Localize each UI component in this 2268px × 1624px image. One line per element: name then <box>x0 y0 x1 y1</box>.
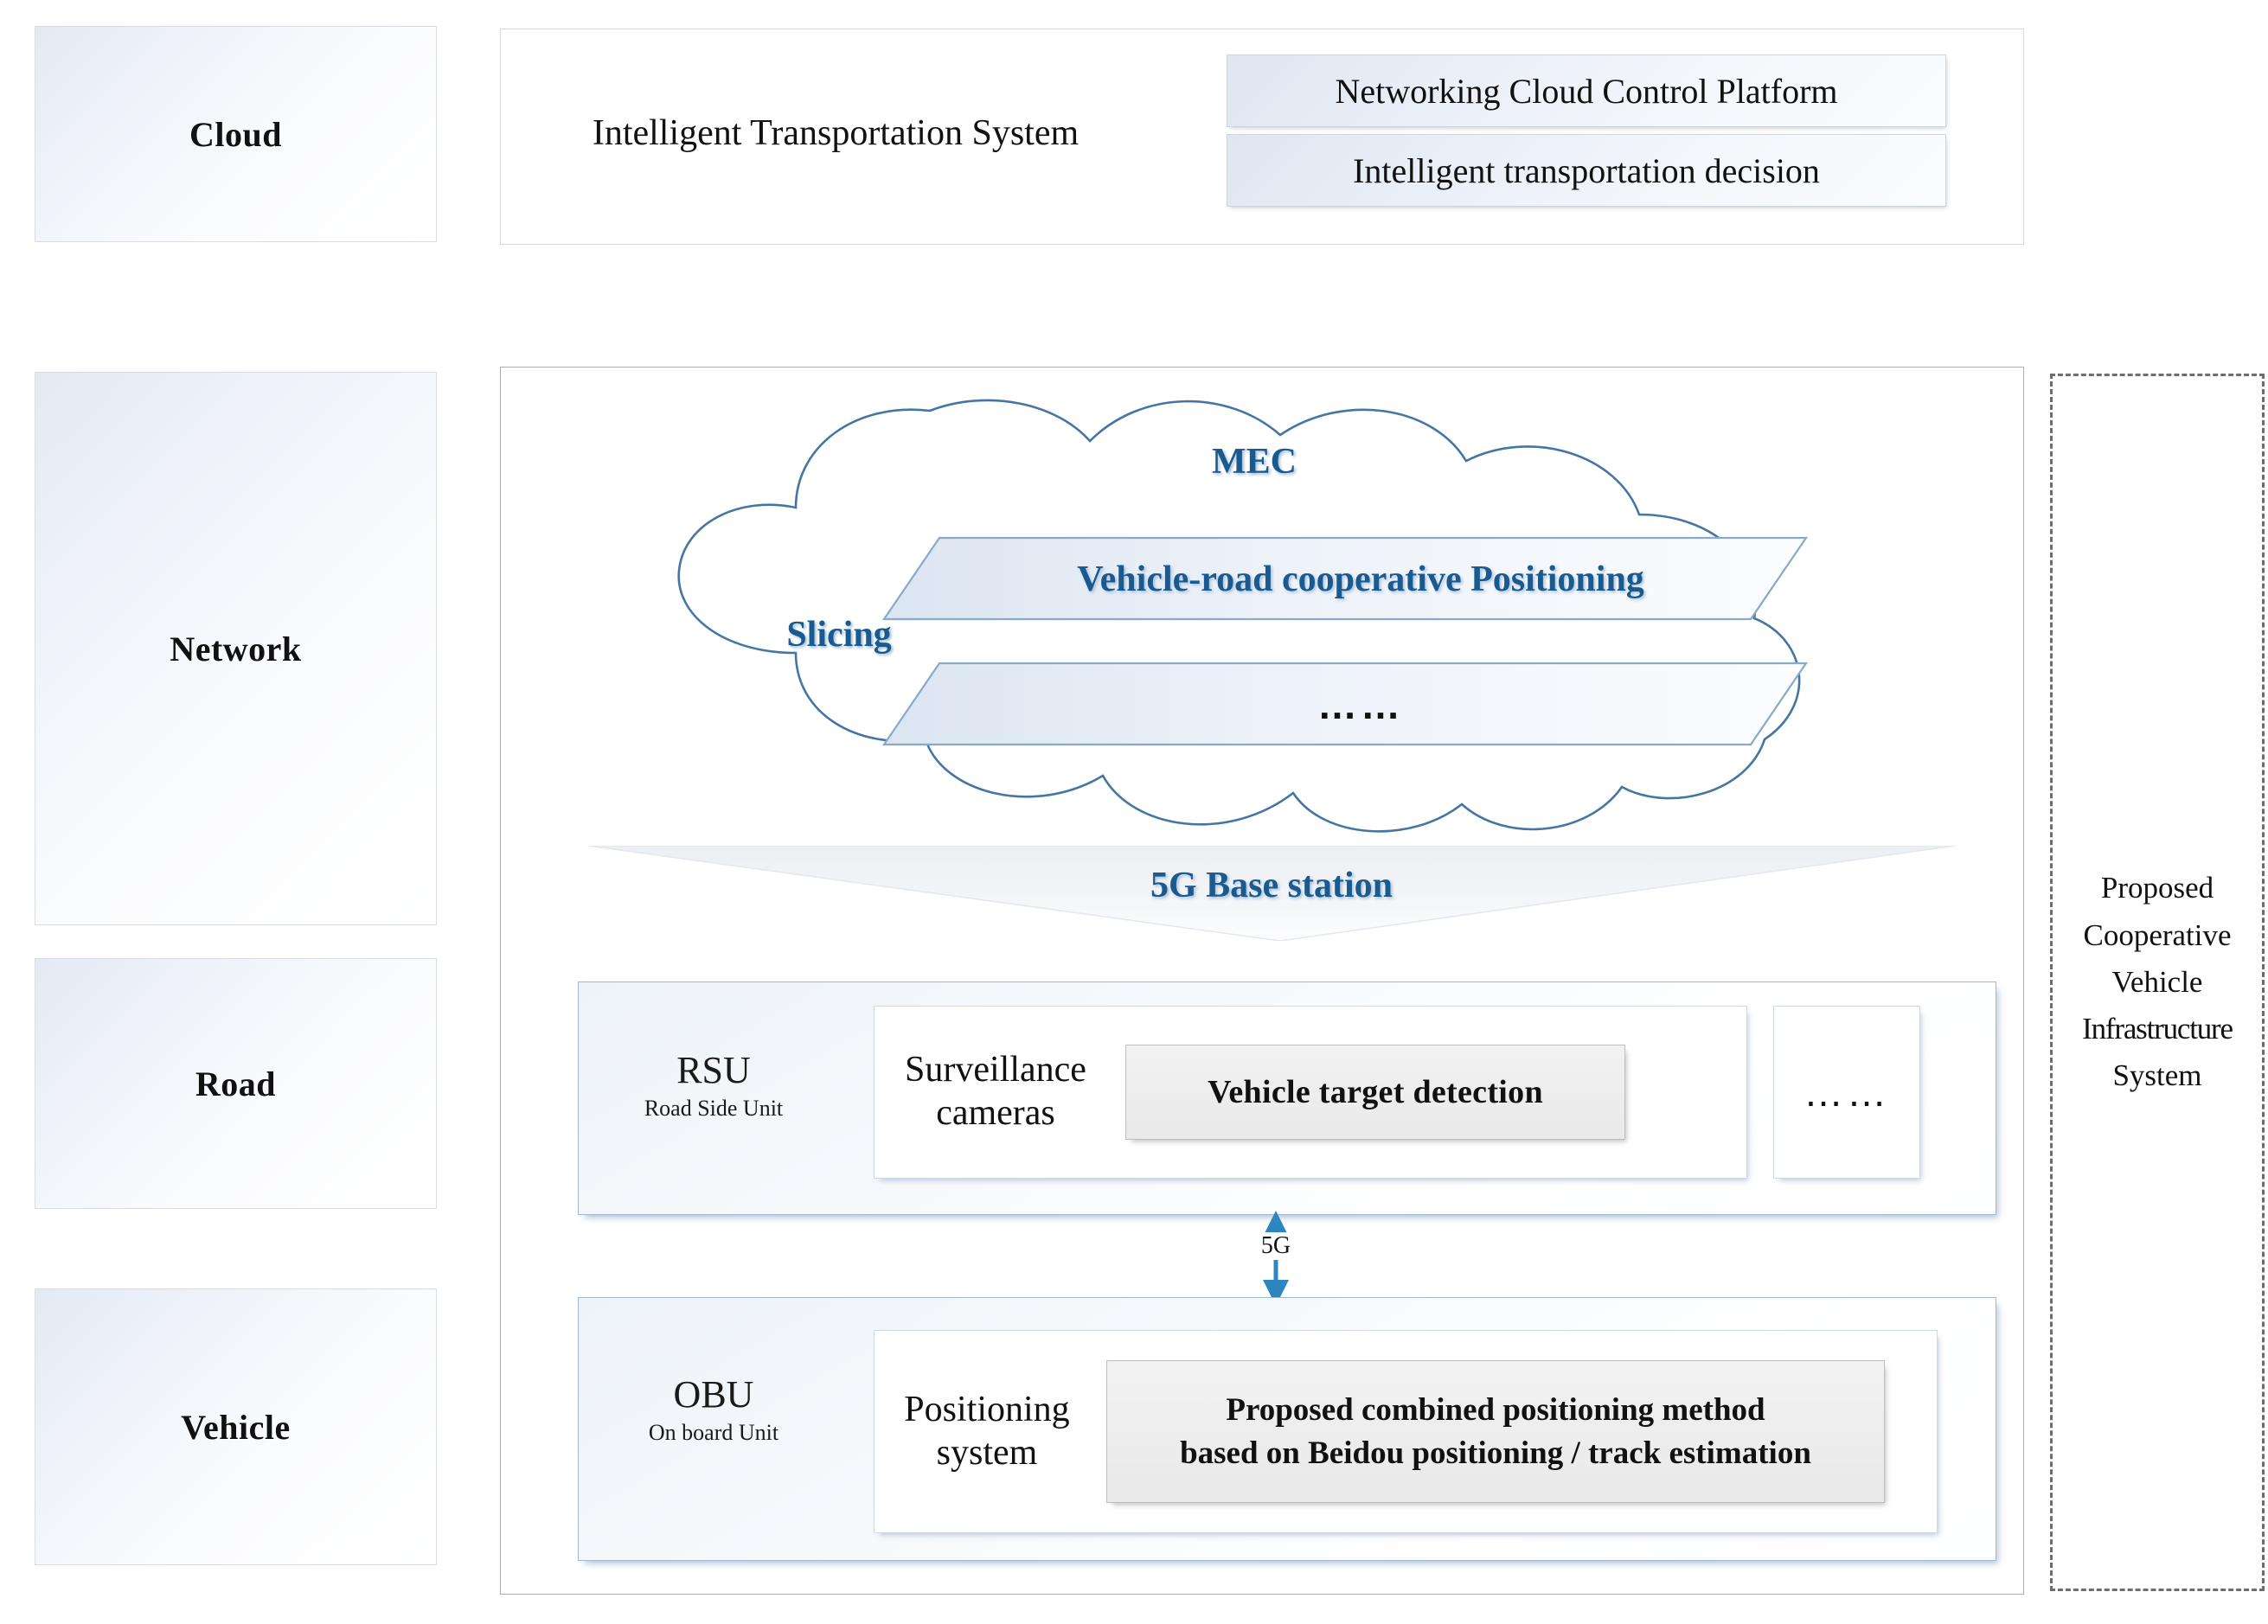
networking-cloud-control-platform-label: Networking Cloud Control Platform <box>1335 71 1838 111</box>
proposed-line-1: Proposed <box>2100 871 2214 905</box>
obu-full-text: On board Unit <box>648 1420 779 1446</box>
rsu-identity: RSU Road Side Unit <box>597 1049 830 1122</box>
mec-label: MEC <box>1212 442 1297 482</box>
rsu-more-box[interactable]: …… <box>1773 1006 1920 1179</box>
proposed-method-line-1: Proposed combined positioning method <box>1226 1391 1765 1428</box>
obu-identity: OBU On board Unit <box>597 1373 830 1446</box>
network-slice-more-label: …… <box>1317 682 1404 727</box>
proposed-combined-positioning-label: Proposed combined positioning method bas… <box>1180 1389 1811 1474</box>
intelligent-transportation-system-label: Intelligent Transportation System <box>592 113 1080 153</box>
networking-cloud-control-platform-box[interactable]: Networking Cloud Control Platform <box>1227 54 1946 127</box>
vehicle-target-detection-box[interactable]: Vehicle target detection <box>1125 1045 1625 1140</box>
layer-label-network: Network <box>35 372 437 925</box>
network-slice-more[interactable]: …… <box>882 662 1808 748</box>
layer-label-vehicle: Vehicle <box>35 1288 437 1565</box>
layer-label-network-text: Network <box>170 629 302 668</box>
rsu-abbr-text: RSU <box>676 1049 751 1091</box>
proposed-combined-positioning-box[interactable]: Proposed combined positioning method bas… <box>1106 1360 1885 1503</box>
proposed-system-text: Proposed Cooperative Vehicle Infrastruct… <box>2082 865 2233 1099</box>
network-slice-positioning[interactable]: Vehicle-road cooperative Positioning <box>882 536 1808 623</box>
positioning-system-group[interactable]: Positioning system Proposed combined pos… <box>874 1330 1938 1533</box>
positioning-system-label: Positioning system <box>904 1389 1070 1473</box>
proposed-line-5: System <box>2112 1058 2202 1093</box>
proposed-system-panel: Proposed Cooperative Vehicle Infrastruct… <box>2050 374 2265 1591</box>
layer-label-cloud: Cloud <box>35 26 437 242</box>
proposed-method-line-2: based on Beidou positioning / track esti… <box>1180 1435 1811 1471</box>
layer-label-cloud-text: Cloud <box>189 114 282 154</box>
proposed-line-4: Infrastructure <box>2082 1012 2233 1046</box>
slicing-label: Slicing <box>786 615 892 655</box>
layer-label-vehicle-text: Vehicle <box>181 1407 291 1447</box>
proposed-line-3: Vehicle <box>2111 964 2203 999</box>
layer-label-road: Road <box>35 958 437 1209</box>
base-station-label: 5G Base station <box>1150 866 1393 905</box>
rsu-more-label: …… <box>1804 1070 1890 1115</box>
vehicle-target-detection-label: Vehicle target detection <box>1208 1074 1543 1110</box>
base-station-chevron <box>588 846 1955 941</box>
layer-label-road-text: Road <box>195 1064 277 1103</box>
intelligent-transportation-decision-box[interactable]: Intelligent transportation decision <box>1227 134 1946 207</box>
proposed-line-2: Cooperative <box>2083 917 2232 952</box>
obu-abbr-text: OBU <box>673 1373 754 1416</box>
surveillance-cameras-group[interactable]: Surveillance cameras Vehicle target dete… <box>874 1006 1747 1179</box>
surveillance-cameras-label: Surveillance cameras <box>905 1050 1086 1133</box>
rsu-full-text: Road Side Unit <box>644 1096 784 1122</box>
intelligent-transportation-decision-label: Intelligent transportation decision <box>1353 150 1820 190</box>
network-slice-positioning-label: Vehicle-road cooperative Positioning <box>1077 559 1644 599</box>
link-5g-label: 5G <box>1211 1232 1341 1260</box>
